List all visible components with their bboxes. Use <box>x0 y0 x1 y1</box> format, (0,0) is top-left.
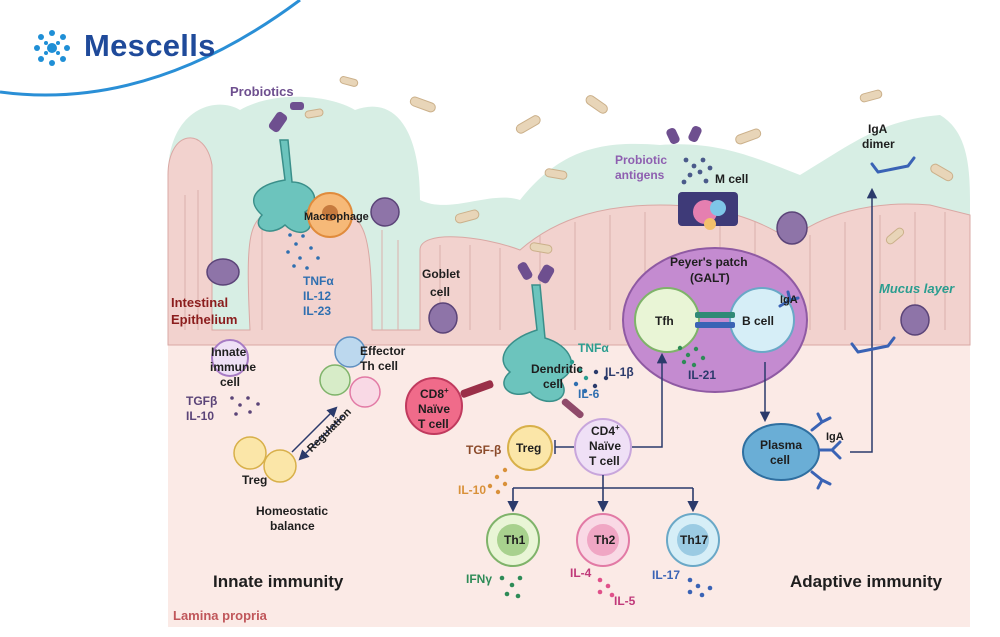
label-probiotic-antigens-1: Probiotic <box>615 153 667 167</box>
cytokine-mac-il12: IL-12 <box>303 289 331 303</box>
label-iga-plasma: IgA <box>826 431 844 443</box>
label-dendritic-1: Dendritic <box>531 362 583 376</box>
cd8-naive-t-cell <box>405 377 494 435</box>
label-effector-2: Th cell <box>360 359 398 373</box>
corner-swoosh <box>0 0 295 95</box>
dc-cytokine-dots <box>569 359 609 394</box>
label-homeostatic-1: Homeostatic <box>256 504 328 518</box>
m-cell <box>678 192 738 230</box>
label-cd8-1: CD8+ <box>420 386 449 401</box>
label-cd4-2: Naïve <box>589 439 621 453</box>
label-plasma-1: Plasma <box>760 438 802 452</box>
label-mucus-layer: Mucus layer <box>879 281 955 296</box>
label-innate-cell-2: immune <box>210 360 256 374</box>
cytokine-th2-il4: IL-4 <box>570 566 592 580</box>
label-peyers-2: (GALT) <box>690 271 730 285</box>
cytokine-innate-il10: IL-10 <box>186 409 214 423</box>
label-b-cell: B cell <box>742 314 774 328</box>
label-cd8-3: T cell <box>418 417 449 431</box>
cytokine-dots <box>286 233 320 270</box>
label-innate-cell-3: cell <box>220 375 240 389</box>
effector-th-cells <box>319 336 381 408</box>
label-intestinal-2: Epithelium <box>171 312 237 327</box>
cytokine-il21: IL-21 <box>688 368 716 382</box>
label-cd4-3: T cell <box>589 454 620 468</box>
label-tfh: Tfh <box>655 314 674 328</box>
plasma-cell <box>742 423 820 481</box>
antigen-dots <box>681 157 713 185</box>
cytokine-th17-il17: IL-17 <box>652 568 680 582</box>
arrow-plasma-to-lumen <box>850 187 878 453</box>
macrophage-cell <box>307 192 353 238</box>
label-cd8-2: Naïve <box>418 402 450 416</box>
cytokine-dc-il1b: IL-1β <box>605 365 634 379</box>
label-intestinal-1: Intestinal <box>171 295 228 310</box>
label-goblet-1: Goblet <box>422 267 460 281</box>
label-lamina-propria: Lamina propria <box>173 608 268 623</box>
label-goblet-2: cell <box>430 285 450 299</box>
label-treg-center: Treg <box>516 441 541 455</box>
treg-cell-center <box>507 425 553 471</box>
label-peyers-1: Peyer's patch <box>670 255 748 269</box>
label-plasma-2: cell <box>770 453 790 467</box>
label-macrophage: Macrophage <box>304 211 369 223</box>
label-effector-1: Effector <box>360 344 406 358</box>
cytokine-th2-il5: IL-5 <box>614 594 636 608</box>
cytokine-mac-il23: IL-23 <box>303 304 331 318</box>
label-cd4-1: CD4+ <box>591 423 620 438</box>
cytokine-innate-tgfb: TGFβ <box>186 394 217 408</box>
antibody-icon <box>778 156 916 490</box>
cytokine-mac-tnfa: TNFα <box>303 274 334 288</box>
arrow-cd4-to-tfh <box>632 352 668 448</box>
label-homeostatic-2: balance <box>270 519 315 533</box>
th-cytokine-dots <box>499 575 713 599</box>
cytokine-treg-il10: IL-10 <box>458 483 486 497</box>
label-iga-dimer-2: dimer <box>862 137 895 151</box>
il21-dots <box>677 345 706 368</box>
label-m-cell: M cell <box>715 172 748 186</box>
regulation-arrows <box>291 406 345 461</box>
cell-cluster-icon <box>34 30 70 66</box>
th2-cell <box>576 513 630 567</box>
th1-cell <box>486 513 540 567</box>
label-th2: Th2 <box>594 533 616 547</box>
label-iga-dimer-1: IgA <box>868 122 888 136</box>
brand-name: Mescells <box>84 28 216 63</box>
goblet-cell-shape <box>206 197 930 336</box>
bacteria-icon <box>304 76 954 254</box>
label-probiotic-antigens-2: antigens <box>615 168 665 182</box>
treg-cytokine-dots <box>487 467 508 495</box>
cytokine-treg-tgfb: TGF-β <box>466 443 501 457</box>
treg-cells-left <box>233 436 297 483</box>
innate-cytokine-dots <box>230 396 260 416</box>
label-adaptive-immunity: Adaptive immunity <box>790 572 943 591</box>
label-iga-patch: IgA <box>780 294 798 306</box>
label-dendritic-2: cell <box>543 377 563 391</box>
corner-swoosh-line <box>0 0 301 97</box>
probiotic-capsule-icon <box>268 102 702 284</box>
peyers-patch <box>622 247 808 393</box>
tissue-dendritic-cell <box>253 139 316 234</box>
cytokine-dc-tnfa: TNFα <box>578 341 609 355</box>
label-th1: Th1 <box>504 533 526 547</box>
label-treg-left: Treg <box>242 473 267 487</box>
label-innate-immunity: Innate immunity <box>213 572 344 591</box>
label-th17: Th17 <box>680 533 708 547</box>
differentiation-arrows <box>507 475 699 513</box>
dendritic-cell <box>502 284 573 403</box>
label-innate-cell-1: Innate <box>211 345 247 359</box>
th17-cell <box>666 513 720 567</box>
innate-immune-cell <box>211 339 249 377</box>
label-probiotics: Probiotics <box>230 84 294 99</box>
cytokine-dc-il6: IL-6 <box>578 387 600 401</box>
cytokine-th1-ifng: IFNγ <box>466 572 492 586</box>
